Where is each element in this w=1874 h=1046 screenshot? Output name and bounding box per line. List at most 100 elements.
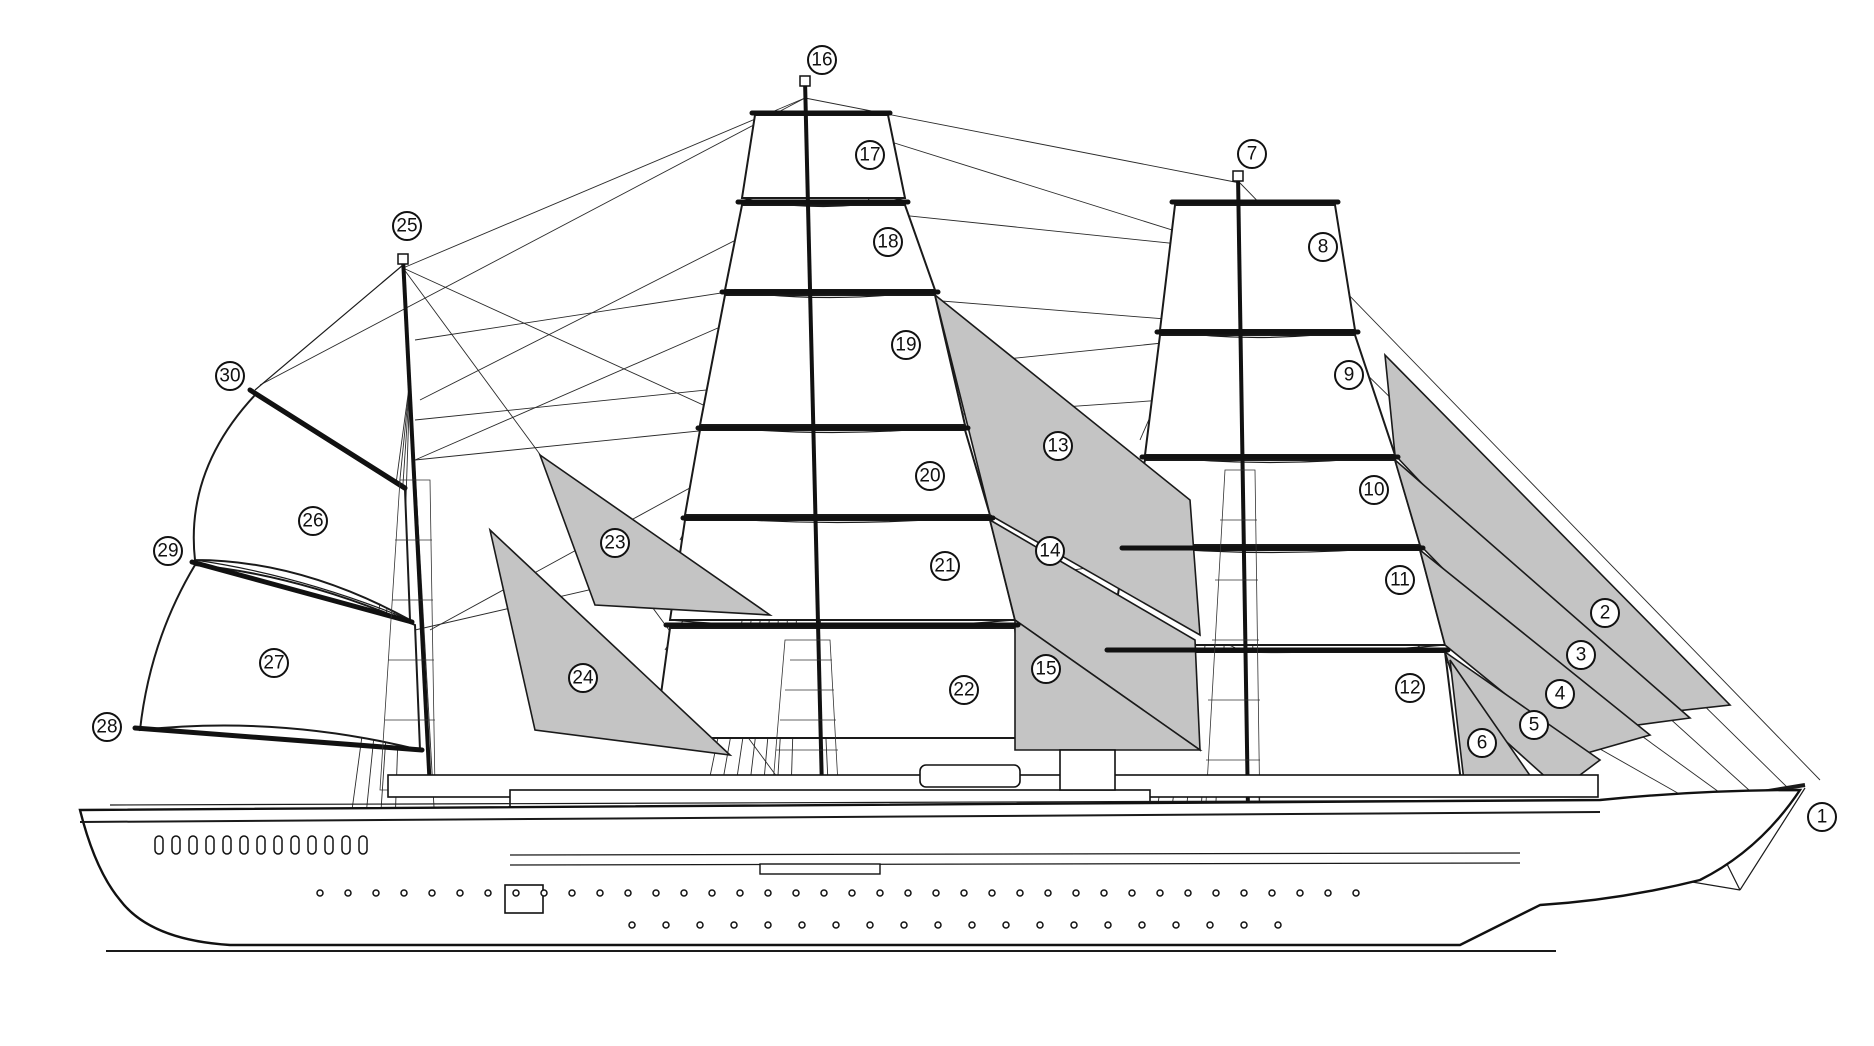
callout-17: 17 — [855, 140, 885, 170]
svg-text:8: 8 — [1318, 237, 1329, 258]
cabin-window — [307, 835, 317, 855]
porthole — [960, 889, 968, 897]
svg-text:6: 6 — [1477, 733, 1488, 754]
mizzen-mast — [401, 257, 432, 791]
svg-text:9: 9 — [1344, 365, 1355, 386]
callout-11: 11 — [1385, 565, 1415, 595]
porthole — [736, 889, 744, 897]
porthole — [792, 889, 800, 897]
callout-5: 5 — [1519, 710, 1549, 740]
svg-text:20: 20 — [919, 466, 940, 487]
callout-25: 25 — [392, 211, 422, 241]
porthole — [1324, 889, 1332, 897]
svg-text:23: 23 — [604, 533, 625, 554]
main-mast-sails — [653, 114, 1027, 739]
sail-26 — [192, 393, 412, 622]
svg-text:28: 28 — [96, 717, 117, 738]
callout-12: 12 — [1395, 673, 1425, 703]
cabin-window — [222, 835, 232, 855]
porthole — [934, 921, 942, 929]
porthole — [798, 921, 806, 929]
fore-mast — [1236, 174, 1250, 811]
mizzen-sails — [138, 393, 422, 752]
porthole — [708, 889, 716, 897]
porthole — [730, 921, 738, 929]
porthole — [1184, 889, 1192, 897]
porthole — [1206, 921, 1214, 929]
porthole — [968, 921, 976, 929]
porthole — [1128, 889, 1136, 897]
callout-24: 24 — [568, 663, 598, 693]
callout-1: 1 — [1807, 802, 1837, 832]
porthole — [428, 889, 436, 897]
sail-9 — [1143, 334, 1397, 456]
porthole — [1044, 889, 1052, 897]
callout-2: 2 — [1590, 598, 1620, 628]
porthole — [1274, 921, 1282, 929]
callout-10: 10 — [1359, 475, 1389, 505]
svg-text:30: 30 — [219, 366, 240, 387]
cabin-window — [205, 835, 215, 855]
callout-16: 16 — [807, 45, 837, 75]
svg-text:16: 16 — [811, 50, 832, 71]
porthole — [1156, 889, 1164, 897]
porthole — [568, 889, 576, 897]
svg-text:19: 19 — [895, 335, 916, 356]
porthole — [628, 921, 636, 929]
svg-text:4: 4 — [1555, 684, 1566, 705]
cabin-window — [154, 835, 164, 855]
callout-21: 21 — [930, 551, 960, 581]
cabin-window — [273, 835, 283, 855]
svg-text:29: 29 — [157, 541, 178, 562]
porthole — [1172, 921, 1180, 929]
porthole — [1138, 921, 1146, 929]
masts — [397, 75, 1250, 811]
svg-text:15: 15 — [1035, 659, 1056, 680]
porthole — [624, 889, 632, 897]
callout-4: 4 — [1545, 679, 1575, 709]
porthole — [1070, 921, 1078, 929]
sail-18 — [723, 204, 937, 291]
main-mast — [803, 79, 824, 791]
porthole — [456, 889, 464, 897]
svg-text:13: 13 — [1047, 436, 1068, 457]
svg-text:11: 11 — [1390, 570, 1410, 591]
callout-8: 8 — [1308, 232, 1338, 262]
cabin-window — [256, 835, 266, 855]
porthole — [1002, 921, 1010, 929]
callout-14: 14 — [1035, 536, 1065, 566]
porthole — [764, 889, 772, 897]
porthole — [662, 921, 670, 929]
callout-22: 22 — [949, 675, 979, 705]
svg-text:27: 27 — [263, 653, 284, 674]
svg-text:5: 5 — [1529, 715, 1540, 736]
porthole — [596, 889, 604, 897]
porthole — [1268, 889, 1276, 897]
cabin-window — [324, 835, 334, 855]
porthole — [344, 889, 352, 897]
svg-text:7: 7 — [1247, 144, 1258, 165]
porthole — [1212, 889, 1220, 897]
portholes — [154, 835, 1360, 929]
sail-19 — [698, 294, 967, 426]
svg-text:10: 10 — [1363, 480, 1384, 501]
porthole — [866, 921, 874, 929]
porthole — [652, 889, 660, 897]
callout-7: 7 — [1237, 139, 1267, 169]
porthole — [1240, 921, 1248, 929]
cabin-window — [358, 835, 368, 855]
porthole — [900, 921, 908, 929]
porthole — [696, 921, 704, 929]
svg-text:1: 1 — [1817, 807, 1828, 828]
porthole — [932, 889, 940, 897]
callout-9: 9 — [1334, 360, 1364, 390]
porthole — [832, 921, 840, 929]
svg-text:12: 12 — [1399, 678, 1420, 699]
porthole — [1240, 889, 1248, 897]
porthole — [484, 889, 492, 897]
porthole — [400, 889, 408, 897]
cabin-window — [290, 835, 300, 855]
callout-18: 18 — [873, 227, 903, 257]
callout-29: 29 — [153, 536, 183, 566]
